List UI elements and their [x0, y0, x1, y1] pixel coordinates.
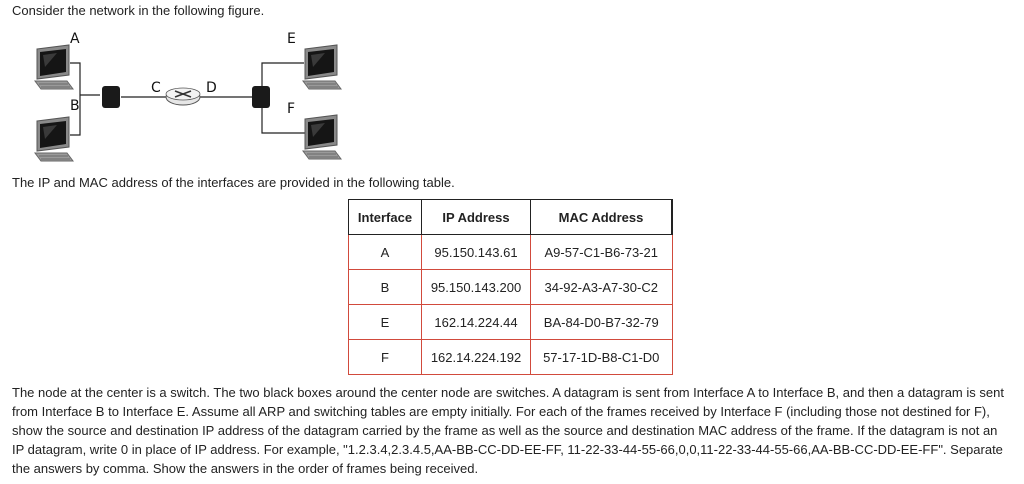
- computer-icon: [302, 114, 342, 160]
- cell-interface: F: [348, 339, 422, 375]
- cell-ip-address: 95.150.143.200: [421, 269, 531, 305]
- label-b: B: [70, 98, 80, 114]
- header-interface: Interface: [348, 199, 422, 235]
- cell-interface: B: [348, 269, 422, 305]
- switch-icon: [102, 86, 120, 108]
- header-mac-address: MAC Address: [530, 199, 673, 235]
- cell-interface: E: [348, 304, 422, 340]
- table-header-row: Interface IP Address MAC Address: [348, 199, 673, 235]
- label-a: A: [70, 31, 80, 47]
- cell-ip-address: 95.150.143.61: [421, 234, 531, 270]
- cell-ip-address: 162.14.224.44: [421, 304, 531, 340]
- table-row: F 162.14.224.192 57-17-1D-B8-C1-D0: [348, 339, 673, 375]
- label-c: C: [151, 80, 161, 96]
- cell-mac-address: BA-84-D0-B7-32-79: [530, 304, 673, 340]
- label-f: F: [287, 101, 295, 117]
- cell-interface: A: [348, 234, 422, 270]
- cell-mac-address: 34-92-A3-A7-30-C2: [530, 269, 673, 305]
- cell-mac-address: 57-17-1D-B8-C1-D0: [530, 339, 673, 375]
- computer-icon: [302, 44, 342, 90]
- table-row: A 95.150.143.61 A9-57-C1-B6-73-21: [348, 234, 673, 270]
- label-d: D: [206, 80, 217, 96]
- table-row: E 162.14.224.44 BA-84-D0-B7-32-79: [348, 304, 673, 340]
- left-wires: [70, 62, 252, 136]
- right-wires: [261, 62, 305, 134]
- router-icon: [165, 87, 201, 106]
- intro-text: Consider the network in the following fi…: [12, 3, 265, 18]
- label-e: E: [287, 31, 296, 47]
- address-table: Interface IP Address MAC Address A 95.15…: [348, 199, 673, 375]
- network-figure: A B C D E F: [34, 31, 342, 162]
- cell-ip-address: 162.14.224.192: [421, 339, 531, 375]
- switch-icon: [252, 86, 270, 108]
- cell-mac-address: A9-57-C1-B6-73-21: [530, 234, 673, 270]
- computer-icon: [34, 44, 74, 90]
- question-text: The node at the center is a switch. The …: [12, 385, 1004, 476]
- computer-icon: [34, 116, 74, 162]
- table-row: B 95.150.143.200 34-92-A3-A7-30-C2: [348, 269, 673, 305]
- header-ip-address: IP Address: [421, 199, 531, 235]
- table-caption: The IP and MAC address of the interfaces…: [12, 175, 455, 190]
